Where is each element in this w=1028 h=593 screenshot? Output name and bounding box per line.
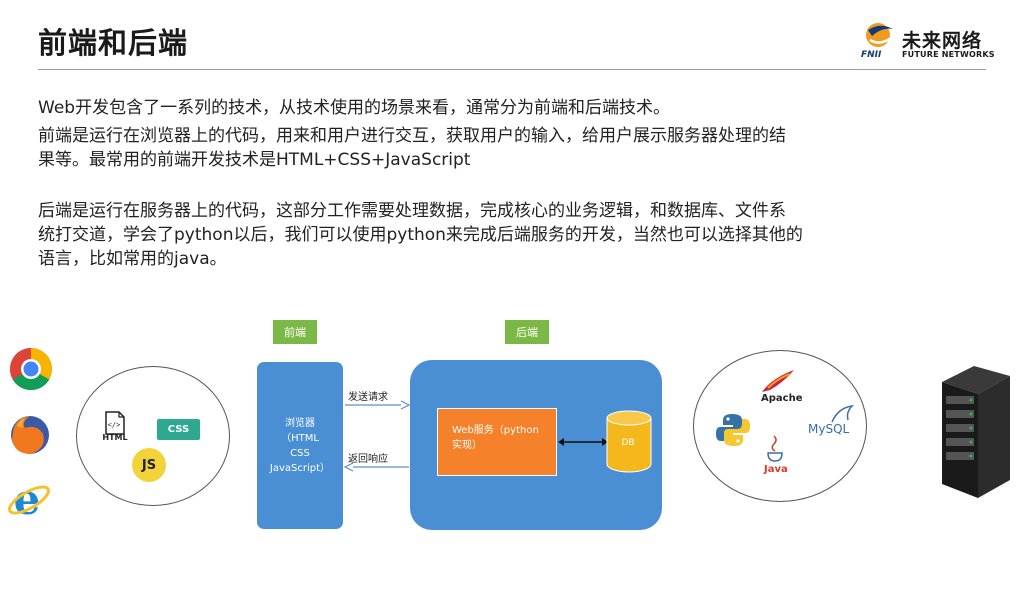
frontend-paragraph-line2: 果等。最常用的前端开发技术是HTML+CSS+JavaScript	[38, 150, 471, 170]
fnii-logo-icon	[866, 23, 893, 47]
backend-paragraph-line1: 后端是运行在服务器上的代码，这部分工作需要处理数据，完成核心的业务逻辑，和数据库…	[38, 201, 786, 221]
logo-abbreviation: FNII	[861, 50, 882, 60]
chrome-icon	[9, 348, 53, 391]
java-cup-icon	[767, 435, 783, 462]
slide-title: 前端和后端	[38, 26, 189, 60]
browser-box: 浏览器 （HTML CSS JavaScript）	[257, 362, 343, 529]
response-arrow	[343, 462, 409, 472]
frontend-tech-ellipse	[76, 366, 230, 506]
backend-section-label: 后端	[505, 320, 549, 344]
backend-paragraph-line3: 语言，比如常用的java。	[38, 249, 227, 269]
mysql-dolphin-icon	[831, 404, 855, 423]
python-icon	[716, 414, 750, 446]
ie-icon: e	[8, 476, 50, 522]
request-label: 发送请求	[348, 392, 388, 403]
backend-paragraph-line2: 统打交道，学会了python以后，我们可以使用python来完成后端服务的开发，…	[38, 225, 803, 245]
web-service-box: Web服务（python 实现）	[437, 408, 557, 476]
intro-paragraph: Web开发包含了一系列的技术，从技术使用的场景来看，通常分为前端和后端技术。	[38, 98, 671, 118]
server-icon	[942, 366, 1010, 498]
firefox-icon	[11, 416, 49, 454]
logo-english-name: FUTURE NETWORKS	[902, 50, 995, 59]
database-cylinder-icon	[606, 410, 652, 473]
request-arrow	[345, 400, 411, 410]
logo-chinese-name: 未来网络	[902, 30, 983, 52]
database-label: DB	[621, 438, 635, 448]
apache-label: Apache	[761, 393, 803, 404]
svg-text:</>: </>	[108, 421, 121, 429]
apache-feather-icon	[762, 370, 794, 392]
web-service-impl: 实现）	[452, 440, 482, 451]
mysql-label: MySQL	[808, 422, 850, 436]
css-badge: CSS	[157, 419, 200, 440]
browser-tech-css: CSS	[290, 447, 310, 459]
frontend-paragraph-line1: 前端是运行在浏览器上的代码，用来和用户进行交互，获取用户的输入，给用户展示服务器…	[38, 126, 786, 146]
browser-label: 浏览器	[285, 417, 315, 429]
html-file-icon: </>	[105, 411, 125, 435]
web-service-label: Web服务（python	[452, 425, 539, 436]
js-badge: JS	[132, 448, 166, 482]
browser-tech-js: JavaScript）	[269, 462, 331, 474]
service-db-arrow	[558, 438, 608, 446]
java-label: Java	[764, 464, 788, 475]
response-label: 返回响应	[348, 454, 388, 465]
browser-tech-html: （HTML	[281, 432, 319, 444]
backend-tech-ellipse	[693, 350, 867, 502]
title-divider	[38, 69, 986, 70]
frontend-section-label: 前端	[273, 320, 317, 344]
html-label: HTML	[102, 433, 128, 442]
